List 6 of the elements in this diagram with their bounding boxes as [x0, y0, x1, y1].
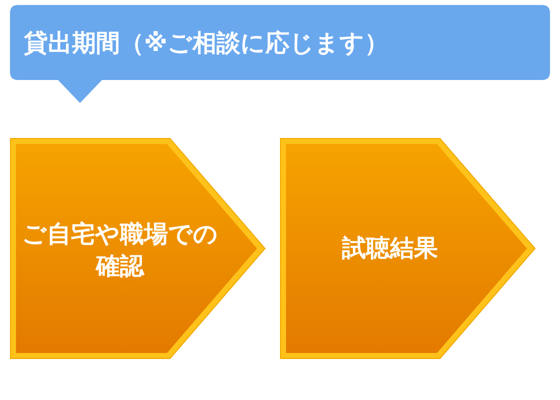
step-label: 試聴結果 — [340, 233, 439, 264]
speech-bubble — [10, 5, 550, 103]
chevron-box — [10, 138, 266, 359]
chevron-box — [280, 138, 536, 359]
bubble-heading: 貸出期間（※ご相談に応じます） — [24, 28, 390, 59]
step-label: ご自宅や職場での確認 — [21, 219, 219, 282]
